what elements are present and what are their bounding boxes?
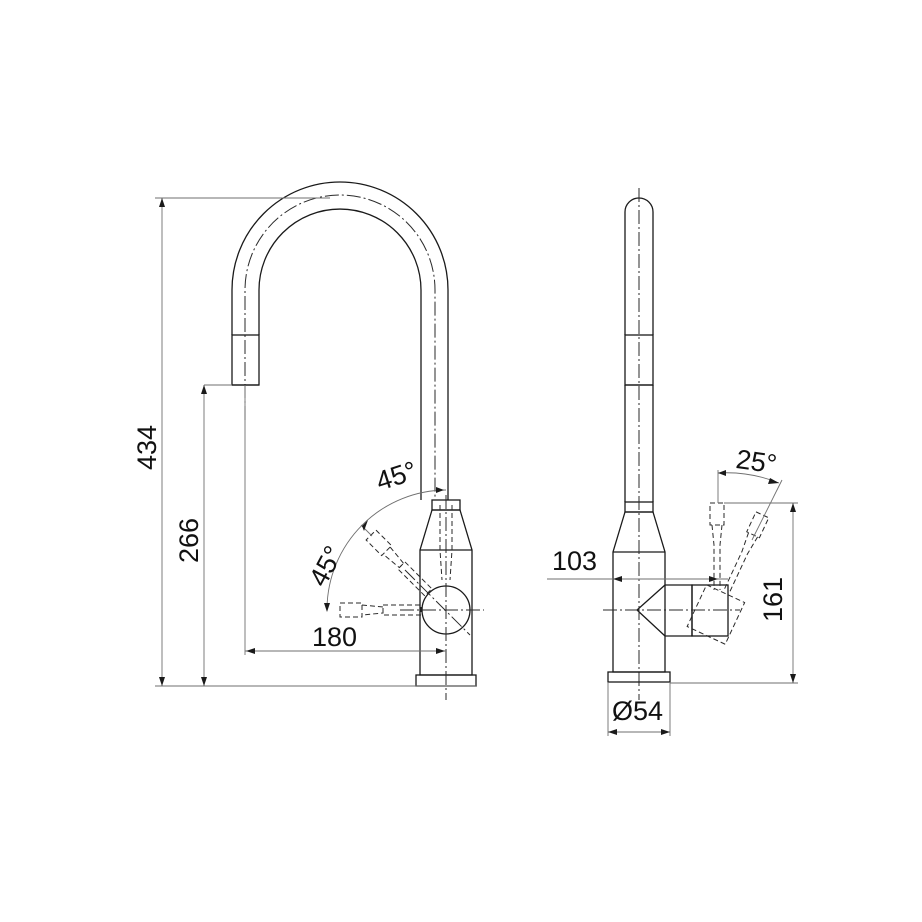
- angle-arc: [326, 489, 447, 609]
- dim-handle-top-height: 161: [758, 576, 788, 622]
- dim-spout-reach: 180: [312, 622, 358, 652]
- body-side: [612, 511, 666, 673]
- front-view: [155, 181, 484, 700]
- dim-body-centerline: 103: [552, 546, 598, 576]
- base-side: [607, 671, 671, 683]
- side-view: [547, 188, 798, 736]
- dim-handle-tilt: 25°: [734, 444, 779, 480]
- spout-centerline: [244, 194, 436, 500]
- spout-outer: [231, 181, 449, 500]
- spout-inner: [258, 208, 422, 500]
- dim-overall-height: 434: [132, 424, 162, 470]
- handle-horizontal: [339, 602, 422, 618]
- dim-spout-outlet-height: 266: [174, 517, 204, 563]
- dim-base-diameter: Ø54: [612, 696, 664, 726]
